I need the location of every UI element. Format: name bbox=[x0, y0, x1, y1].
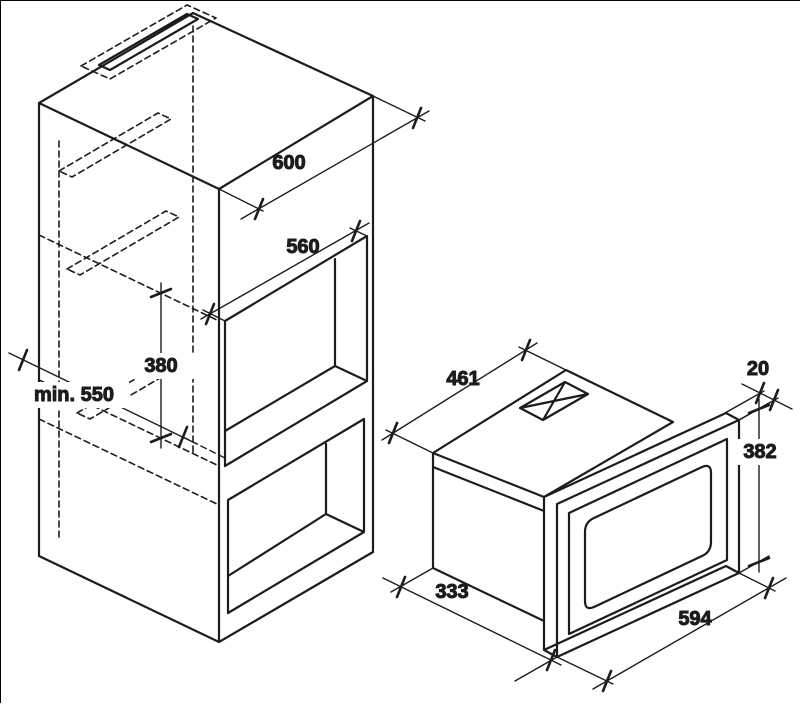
dim-label-min-depth: min. 550 bbox=[34, 384, 114, 406]
dim-382: 382 bbox=[737, 398, 783, 574]
dim-label-frame-width: 594 bbox=[678, 608, 712, 630]
dim-461: 461 bbox=[381, 338, 567, 454]
dim-380-ticks bbox=[149, 287, 173, 444]
dim-label-niche-width: 560 bbox=[286, 236, 319, 258]
drawing-root: 600 560 380 min. 550 bbox=[8, 4, 793, 693]
dim-382-ticks bbox=[747, 403, 771, 568]
dim-min550-label-bg bbox=[19, 382, 129, 408]
dim-min-550: min. 550 bbox=[8, 348, 226, 459]
dim-333-ticks bbox=[395, 575, 557, 672]
dim-label-body-depth: 333 bbox=[435, 581, 468, 603]
dim-label-frame-height: 382 bbox=[743, 441, 776, 463]
dim-560-lines bbox=[200, 222, 370, 322]
dim-20: 20 bbox=[724, 358, 793, 421]
dim-600: 600 bbox=[218, 95, 430, 221]
dim-label-frame-depth: 20 bbox=[747, 358, 769, 380]
dim-382-label-bg bbox=[737, 439, 783, 465]
dim-600-ticks bbox=[253, 106, 423, 221]
dim-594-ticks bbox=[601, 576, 775, 693]
dim-label-overall-width: 600 bbox=[272, 152, 305, 174]
dim-560-ticks bbox=[204, 219, 362, 326]
dim-min550-ticks bbox=[17, 348, 189, 449]
dim-380: 380 bbox=[127, 282, 195, 449]
dim-380-label-bg bbox=[127, 353, 195, 379]
dim-20-ticks bbox=[754, 381, 780, 412]
dim-min550-extension bbox=[182, 436, 226, 459]
dim-333: 333 bbox=[382, 567, 562, 682]
cabinet-drawing bbox=[37, 4, 375, 644]
dim-label-niche-height: 380 bbox=[144, 355, 177, 377]
cabinet-hidden-lines bbox=[38, 4, 220, 542]
dim-label-body-width: 461 bbox=[446, 368, 479, 390]
dim-461-ticks bbox=[387, 338, 532, 445]
dim-560: 560 bbox=[200, 219, 370, 326]
dim-594: 594 bbox=[556, 572, 787, 693]
